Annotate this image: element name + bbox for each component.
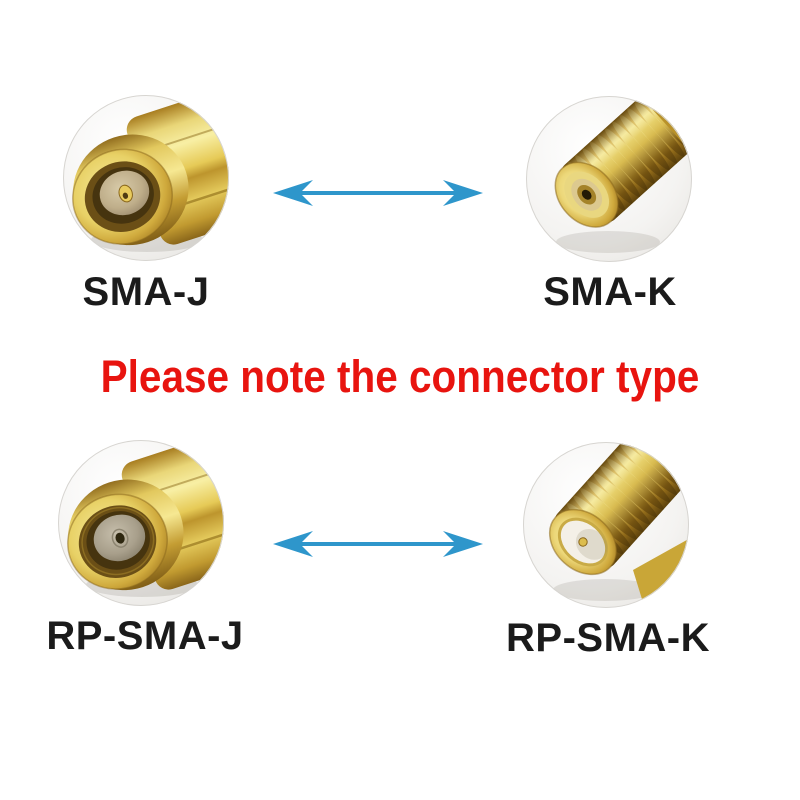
connector-type-note: Please note the connector type xyxy=(100,351,700,402)
sma-j-connector-photo xyxy=(63,95,229,261)
label-rp-sma-j: RP-SMA-J xyxy=(46,614,244,658)
double-arrow-icon xyxy=(273,180,483,206)
label-rp-sma-k: RP-SMA-K xyxy=(506,616,710,660)
label-sma-k: SMA-K xyxy=(543,270,677,314)
sma-k-connector-photo xyxy=(526,96,692,262)
rp-sma-j-connector-photo xyxy=(58,440,224,606)
label-sma-j: SMA-J xyxy=(82,270,210,314)
double-arrow-icon xyxy=(273,531,483,557)
rp-sma-k-connector-photo xyxy=(523,442,689,608)
